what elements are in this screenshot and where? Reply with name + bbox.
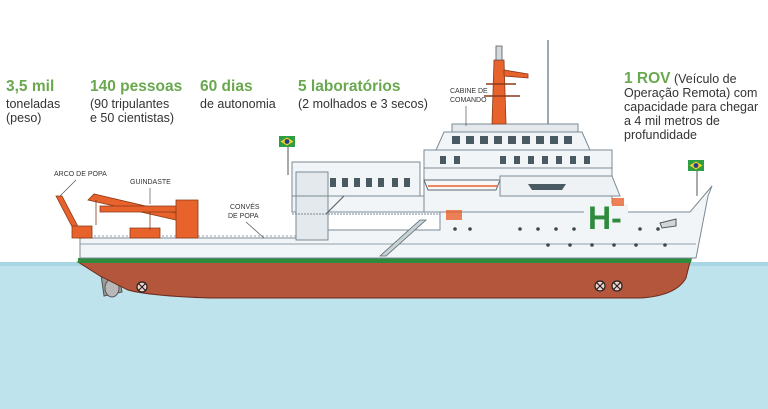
hull-mark: H- (588, 200, 622, 236)
superstructure-windows (330, 178, 410, 187)
crane-base (129, 227, 161, 239)
stat-autonomy-line-1: de autonomia (200, 97, 276, 111)
stat-rov-line-2: capacidade para chegar (624, 100, 759, 114)
mast-radar (503, 69, 529, 79)
stat-autonomy: 60 dias de autonomia (200, 78, 276, 111)
stat-rov-line-3: a 4 mil metros de (624, 114, 720, 128)
stat-people-line-2: e 50 cientistas) (90, 111, 175, 125)
bridge-top (451, 123, 579, 133)
stat-labs: 5 laboratórios (2 molhados e 3 secos) (298, 78, 428, 111)
stat-rov-value: 1 ROV (624, 70, 671, 87)
label-conves-1: CONVÉS (230, 204, 260, 211)
stat-labs-value: 5 laboratórios (298, 78, 401, 95)
stat-weight-line-2: (peso) (6, 111, 42, 125)
deck-orange-2 (612, 198, 624, 206)
label-cabine-2: COMANDO (450, 97, 487, 104)
mast-top (495, 45, 503, 61)
label-conves-2: DE POPA (228, 213, 259, 220)
stat-people-line-1: (90 tripulantes (90, 97, 170, 111)
label-cabine-1: CABINE DE (450, 88, 488, 95)
hull-bottom (76, 261, 691, 299)
stat-rov-line-4: profundidade (624, 128, 697, 142)
stat-rov: 1 ROV (Veículo de Operação Remota) com c… (624, 70, 764, 142)
mast-yard (484, 83, 520, 97)
bridge-windows (440, 136, 590, 164)
logo-background (584, 204, 628, 240)
stat-people: 140 pessoas (90 tripulantes e 50 cientis… (90, 78, 183, 125)
stat-weight-line-1: toneladas (6, 97, 61, 111)
stat-rov-rest: (Veículo de (670, 72, 737, 86)
stat-labs-line-1: (2 molhados e 3 secos) (298, 97, 428, 111)
a-frame-base (71, 225, 93, 239)
anchor (659, 218, 677, 229)
stat-rov-line-1: Operação Remota) com (624, 86, 758, 100)
thruster-marks (136, 280, 623, 293)
bow-flag (688, 160, 704, 171)
stat-autonomy-value: 60 dias (200, 78, 253, 95)
superstructure-side (295, 171, 329, 241)
waterline-stripe (78, 258, 692, 263)
stairs (378, 219, 428, 257)
bridge-rails (424, 149, 612, 169)
stat-people-value: 140 pessoas (90, 78, 183, 95)
label-leaders (59, 106, 467, 239)
stern-flag (279, 136, 295, 147)
crane-lines (95, 200, 151, 230)
fore-window (528, 184, 566, 190)
lifeboat (423, 179, 501, 191)
deck-orange-1 (446, 210, 462, 220)
crane-post (175, 199, 199, 239)
label-guindaste: GUINDASTE (130, 179, 171, 186)
stat-weight-value: 3,5 mil (6, 78, 55, 95)
stat-weight: 3,5 mil toneladas (peso) (6, 78, 61, 125)
label-arco-de-popa: ARCO DE POPA (54, 171, 107, 178)
stairs-2 (325, 195, 345, 215)
